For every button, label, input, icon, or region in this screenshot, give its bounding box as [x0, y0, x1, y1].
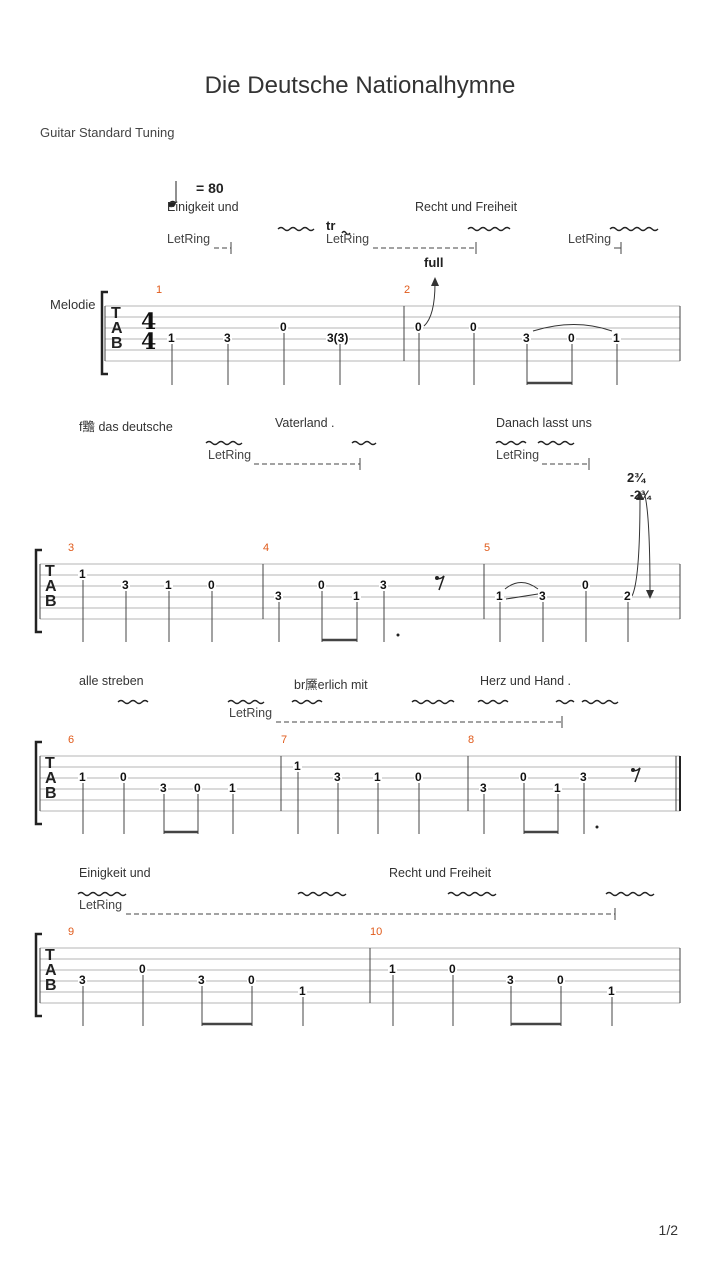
lyric-line: Danach lasst uns	[496, 416, 592, 430]
fret-number: 1	[78, 770, 87, 784]
fret-number: 0	[207, 578, 216, 592]
fret-number: 0	[556, 973, 565, 987]
fret-number: 0	[414, 320, 423, 334]
letring-label: LetRing	[167, 232, 211, 246]
fret-number: 0	[519, 770, 528, 784]
fret-number: 0	[567, 331, 576, 345]
fret-number: 3	[479, 781, 488, 795]
letring-label: LetRing	[326, 232, 370, 246]
fret-number: 1	[553, 781, 562, 795]
fret-number: 3(3)	[326, 331, 350, 345]
fret-number: 0	[317, 578, 326, 592]
fret-number: 2	[623, 589, 632, 603]
fret-number: 0	[247, 973, 256, 987]
lyric-line: Einigkeit und	[167, 200, 239, 214]
measure-number: 8	[468, 734, 475, 746]
measure-number: 5	[484, 542, 491, 554]
fret-number: 3	[522, 331, 531, 345]
measure-number: 1	[156, 284, 163, 296]
fret-number: 0	[279, 320, 288, 334]
tab-staff-1	[105, 305, 680, 362]
fret-number: 3	[159, 781, 168, 795]
fret-number: 3	[333, 770, 342, 784]
lyric-line: Recht und Freiheit	[415, 200, 518, 214]
trill-marking: tr	[326, 218, 336, 233]
fret-number: 0	[448, 962, 457, 976]
fret-number: 1	[388, 962, 397, 976]
bend-label-up: 2¾	[627, 470, 646, 485]
tuning-label: Guitar Standard Tuning	[40, 125, 175, 140]
fret-number: 1	[293, 759, 302, 773]
letring-label: LetRing	[208, 448, 252, 462]
measure-number: 9	[68, 926, 75, 938]
bend-label-release: -2¾	[630, 488, 651, 502]
letring-label: LetRing	[79, 898, 123, 912]
lyric-line: Vaterland .	[275, 416, 335, 430]
lyric-line: Recht und Freiheit	[389, 866, 492, 880]
measure-number: 10	[370, 926, 383, 938]
letring-label: LetRing	[496, 448, 540, 462]
fret-number: 1	[612, 331, 621, 345]
page-title: Die Deutsche Nationalhymne	[204, 72, 516, 99]
letring-label: LetRing	[568, 232, 612, 246]
lyric-line: alle streben	[79, 674, 144, 688]
fret-number: 1	[164, 578, 173, 592]
fret-number: 1	[373, 770, 382, 784]
fret-number: 0	[469, 320, 478, 334]
fret-number: 1	[495, 589, 504, 603]
measure-number: 3	[68, 542, 75, 554]
measure-number: 6	[68, 734, 75, 746]
tempo-note-icon	[168, 181, 177, 208]
fret-number: 3	[197, 973, 206, 987]
fret-number: 3	[121, 578, 130, 592]
fret-number: 0	[119, 770, 128, 784]
fret-number: 1	[298, 984, 307, 998]
bend-label-full: full	[424, 255, 444, 270]
lyric-line: f黵 das deutsche	[79, 420, 173, 434]
measure-number: 2	[404, 284, 411, 296]
tempo-marking: = 80	[196, 180, 224, 196]
fret-number: 0	[414, 770, 423, 784]
measure-number: 4	[263, 542, 270, 554]
fret-number: 0	[193, 781, 202, 795]
tab-staff-3	[40, 755, 680, 812]
fret-number: 3	[379, 578, 388, 592]
fret-number: 3	[538, 589, 547, 603]
fret-number: 0	[138, 962, 147, 976]
fret-number: 1	[167, 331, 176, 345]
track-name: Melodie	[50, 297, 96, 312]
fret-number: 3	[579, 770, 588, 784]
fret-number: 1	[352, 589, 361, 603]
fret-number: 3	[78, 973, 87, 987]
letring-label: LetRing	[229, 706, 273, 720]
lyric-line: br黡erlich mit	[294, 678, 368, 692]
fret-number: 3	[274, 589, 283, 603]
fret-number: 1	[78, 567, 87, 581]
fret-number: 3	[506, 973, 515, 987]
staff-bracket	[100, 290, 108, 376]
tab-staff-4	[40, 947, 680, 1004]
fret-number: 0	[581, 578, 590, 592]
page-number: 1/2	[658, 1222, 678, 1238]
fret-number: 3	[223, 331, 232, 345]
lyric-line: Einigkeit und	[79, 866, 151, 880]
lyric-line: Herz und Hand .	[480, 674, 572, 688]
fret-number: 1	[607, 984, 616, 998]
measure-number: 7	[281, 734, 288, 746]
fret-number: 1	[228, 781, 237, 795]
